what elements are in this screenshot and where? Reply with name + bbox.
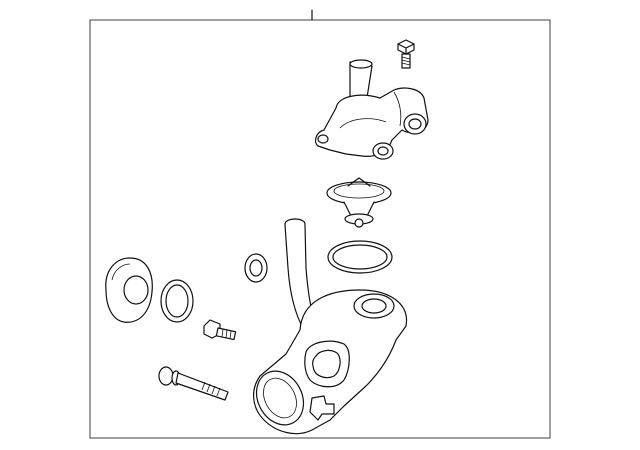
assembly-frame bbox=[89, 19, 551, 439]
o-ring-small-icon bbox=[160, 279, 194, 323]
stud-bolt-icon bbox=[203, 319, 237, 341]
thermostat-icon bbox=[326, 177, 392, 228]
bolt-icon bbox=[397, 39, 415, 69]
o-ring-icon bbox=[327, 240, 393, 274]
long-bolt-icon bbox=[158, 366, 229, 401]
water-outlet-pipe-icon bbox=[253, 218, 408, 435]
seal-icon bbox=[244, 253, 268, 283]
gasket-icon bbox=[105, 257, 153, 323]
thermostat-housing-icon bbox=[314, 59, 429, 160]
